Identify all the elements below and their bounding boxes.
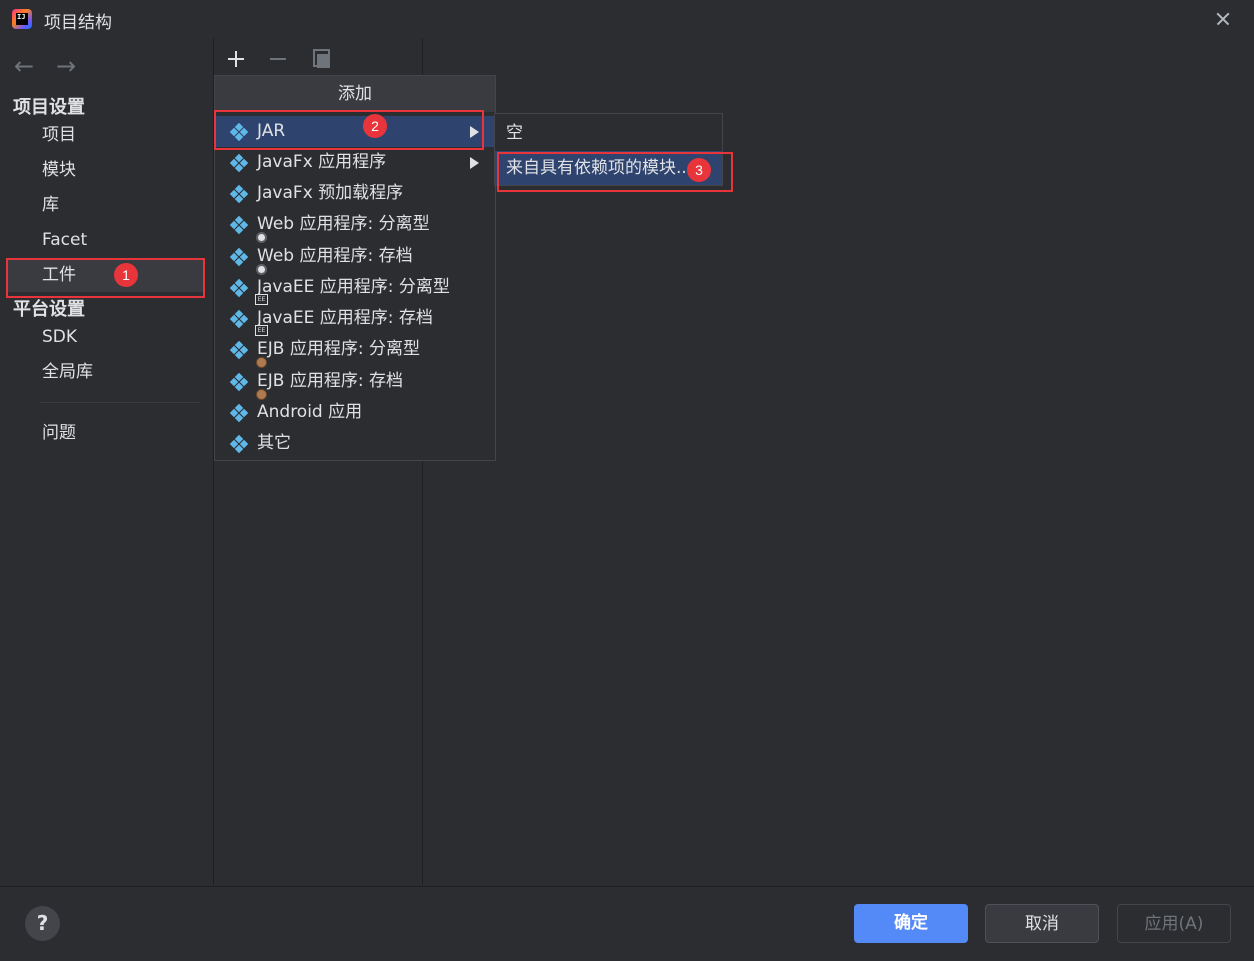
- submenu-arrow-icon: [470, 157, 479, 169]
- menu-item-label: JavaEE 应用程序: 存档: [257, 308, 433, 328]
- platform-settings-header: 平台设置: [13, 299, 85, 320]
- step-marker-1: 1: [114, 263, 138, 287]
- highlight-box-step1: [6, 258, 205, 298]
- cancel-button[interactable]: 取消: [985, 904, 1099, 943]
- menu-item-javafx-app[interactable]: JavaFx 应用程序: [215, 147, 495, 178]
- jar-submenu: 空 来自具有依赖项的模块...: [494, 113, 723, 186]
- ejb-artifact-icon: [229, 340, 267, 368]
- menu-item-jar[interactable]: JAR: [215, 116, 495, 147]
- copy-icon[interactable]: [308, 46, 334, 72]
- step-marker-2: 2: [363, 114, 387, 138]
- sidebar-item-modules[interactable]: 模块: [42, 160, 76, 180]
- sidebar-item-facets[interactable]: Facet: [42, 230, 88, 250]
- intellij-logo-icon: IJ: [12, 9, 32, 29]
- apply-button[interactable]: 应用(A): [1117, 904, 1231, 943]
- module-diamond-icon: [229, 153, 249, 173]
- back-arrow-icon[interactable]: ←: [14, 52, 35, 80]
- menu-item-web-archive[interactable]: Web 应用程序: 存档: [215, 241, 495, 275]
- add-icon[interactable]: [223, 46, 249, 72]
- ejb-artifact-icon: [229, 372, 267, 400]
- menu-item-ejb-exploded[interactable]: EJB 应用程序: 分离型: [215, 334, 495, 368]
- submenu-item-empty[interactable]: 空: [506, 123, 523, 143]
- menu-item-label: JavaFx 应用程序: [257, 152, 387, 172]
- sidebar-item-project[interactable]: 项目: [42, 125, 76, 145]
- submenu-item-from-modules[interactable]: 来自具有依赖项的模块...: [495, 151, 722, 185]
- menu-item-label: Android 应用: [257, 402, 363, 422]
- module-diamond-icon: [229, 434, 249, 454]
- web-artifact-icon: [229, 247, 267, 275]
- menu-item-javaee-archive[interactable]: EE JavaEE 应用程序: 存档: [215, 303, 495, 336]
- panel-divider: [422, 38, 423, 885]
- menu-item-label: EJB 应用程序: 存档: [257, 371, 403, 391]
- javaee-artifact-icon: EE: [229, 278, 268, 305]
- menu-item-label: JavaFx 预加载程序: [257, 183, 404, 203]
- sidebar-item-sdk[interactable]: SDK: [42, 327, 78, 347]
- highlight-box-step3: [497, 152, 733, 192]
- popup-header: 添加: [215, 76, 495, 112]
- ok-button[interactable]: 确定: [854, 904, 968, 943]
- menu-item-android[interactable]: Android 应用: [215, 397, 495, 428]
- project-settings-header: 项目设置: [13, 97, 85, 118]
- window-title: 项目结构: [44, 13, 112, 33]
- sidebar-item-problems[interactable]: 问题: [42, 423, 76, 443]
- submenu-arrow-icon: [470, 126, 479, 138]
- highlight-box-step2: [214, 110, 484, 150]
- forward-arrow-icon[interactable]: →: [56, 52, 77, 80]
- sidebar-item-libraries[interactable]: 库: [42, 195, 59, 215]
- sidebar-divider: [40, 402, 200, 403]
- remove-icon[interactable]: [265, 46, 291, 72]
- menu-item-label: JAR: [257, 121, 286, 141]
- menu-item-javaee-exploded[interactable]: EE JavaEE 应用程序: 分离型: [215, 272, 495, 305]
- module-diamond-icon: [229, 184, 249, 204]
- menu-item-ejb-archive[interactable]: EJB 应用程序: 存档: [215, 366, 495, 400]
- menu-item-web-exploded[interactable]: Web 应用程序: 分离型: [215, 209, 495, 243]
- menu-item-label: 其它: [257, 433, 291, 453]
- menu-item-label: JavaEE 应用程序: 分离型: [257, 277, 450, 297]
- panel-divider: [213, 38, 214, 885]
- menu-item-label: Web 应用程序: 存档: [257, 246, 413, 266]
- step-marker-3: 3: [687, 158, 711, 182]
- module-diamond-icon: [229, 403, 249, 423]
- add-artifact-popup: 添加 JAR JavaFx 应用程序 JavaFx 预加载程序 Web 应用程序…: [214, 75, 496, 461]
- close-icon[interactable]: [1208, 4, 1238, 34]
- web-artifact-icon: [229, 215, 267, 243]
- title-bar: IJ 项目结构: [0, 0, 1254, 38]
- javaee-artifact-icon: EE: [229, 309, 268, 336]
- help-button[interactable]: ?: [25, 906, 60, 941]
- menu-item-label: EJB 应用程序: 分离型: [257, 339, 420, 359]
- left-nav-panel: ← → 项目设置 项目 模块 库 Facet 工件 平台设置 SDK 全局库 问…: [0, 38, 213, 885]
- sidebar-item-global-libraries[interactable]: 全局库: [42, 362, 93, 382]
- menu-item-label: Web 应用程序: 分离型: [257, 214, 430, 234]
- menu-item-other[interactable]: 其它: [215, 428, 495, 459]
- menu-item-javafx-preloader[interactable]: JavaFx 预加载程序: [215, 178, 495, 209]
- sidebar-item-artifacts[interactable]: 工件: [8, 258, 205, 292]
